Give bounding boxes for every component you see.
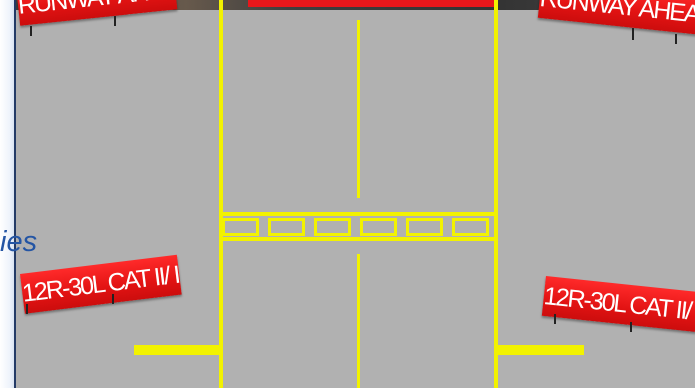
slide-caption-fragment: ies xyxy=(0,226,37,259)
ils-hold-line-top xyxy=(221,212,496,216)
sign-post xyxy=(26,304,28,314)
sign-post xyxy=(554,314,556,324)
sign-post xyxy=(112,294,114,304)
sign-post xyxy=(30,26,32,36)
ils-ladder-box xyxy=(406,218,443,236)
sign-post xyxy=(114,16,116,26)
sign-runway-12r-30l-left: 12R-30L CAT II/ III xyxy=(20,255,182,314)
sign-post xyxy=(632,28,634,40)
sign-runway-12r-30l-left-text: 12R-30L CAT II/ III xyxy=(21,260,182,308)
taxiway-edge-line-left xyxy=(219,0,223,388)
sign-post xyxy=(630,322,632,332)
taxiway-centerline-upper xyxy=(357,20,360,198)
sign-runway-12r-30l-right-text: 12R-30L CAT II/ III xyxy=(542,282,695,327)
sign-post xyxy=(675,34,677,44)
taxiway-edge-line-right xyxy=(494,0,498,388)
sign-runway-ahead-right: RUNWAY AHEAD xyxy=(538,0,695,36)
stop-bar-left xyxy=(134,345,219,355)
stop-bar-right xyxy=(498,345,584,355)
taxiway-diagram-image: RUNWAY AHEAD RUNWAY AHEAD 12R-30L CAT II… xyxy=(16,0,695,388)
sign-runway-ahead-right-text: RUNWAY AHEAD xyxy=(538,0,695,30)
ils-ladder-box xyxy=(360,218,397,236)
sign-runway-ahead-left: RUNWAY AHEAD xyxy=(16,0,177,26)
ils-ladder-box xyxy=(268,218,305,236)
ils-ladder-box xyxy=(222,218,259,236)
slide-left-margin xyxy=(0,0,14,388)
ils-hold-line-bottom xyxy=(221,237,496,241)
ils-ladder-box xyxy=(314,218,351,236)
sign-runway-ahead-left-text: RUNWAY AHEAD xyxy=(17,0,178,20)
top-red-sign-band xyxy=(248,0,498,7)
sign-runway-12r-30l-right: 12R-30L CAT II/ III xyxy=(542,276,695,332)
ils-ladder-box xyxy=(452,218,489,236)
taxiway-centerline-lower xyxy=(357,254,360,388)
